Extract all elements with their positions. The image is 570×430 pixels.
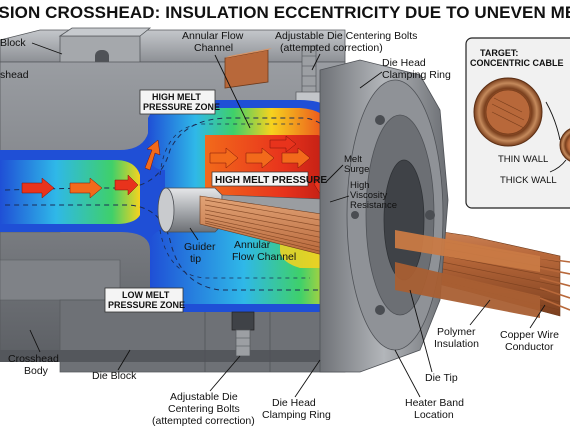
die-tip-label: Die Tip (425, 372, 458, 384)
callouts: Block shead Annular Flow Channel Adjusta… (0, 30, 559, 427)
svg-text:Body: Body (24, 365, 49, 377)
svg-text:Clamping Ring: Clamping Ring (262, 409, 331, 421)
svg-text:Location: Location (414, 409, 454, 421)
svg-text:tip: tip (190, 253, 201, 265)
thick-wall-label: THICK WALL (500, 175, 557, 186)
bolts-bottom-label: Adjustable Die (170, 391, 238, 403)
polymer-insulation (395, 230, 540, 318)
clamp-bottom-label: Die Head (272, 397, 316, 409)
polymer-insulation-label: Polymer (437, 326, 476, 338)
svg-text:LOW MELT: LOW MELT (122, 290, 170, 300)
melt-surge-label: Melt (344, 154, 362, 165)
crosshead-top-label: shead (0, 69, 29, 81)
bolts-top-label: Adjustable Die Centering Bolts (275, 30, 417, 42)
svg-text:(attempted correction): (attempted correction) (152, 415, 255, 427)
guider-tip-label: Guider (184, 241, 216, 253)
annular-flow-mid-label: Annular (234, 239, 271, 251)
heater-band-label: Heater Band (405, 397, 464, 409)
svg-text:PRESSURE ZONE: PRESSURE ZONE (143, 102, 220, 112)
high-melt-pressure-box: HIGH MELT PRESSURE (211, 171, 327, 187)
svg-text:Resistance: Resistance (350, 200, 397, 211)
low-pressure-zone-box: LOW MELT PRESSURE ZONE (104, 287, 185, 313)
die-block-top-label: Block (0, 37, 26, 49)
svg-text:Clamping Ring: Clamping Ring (382, 69, 451, 81)
copper-wire-label: Copper Wire (500, 329, 559, 341)
die-head-clamping-ring (319, 59, 449, 373)
die-block-bottom-label: Die Block (92, 370, 137, 382)
svg-text:Centering Bolts: Centering Bolts (168, 403, 240, 415)
svg-text:Surge: Surge (344, 164, 369, 175)
svg-text:PRESSURE ZONE: PRESSURE ZONE (108, 300, 185, 310)
svg-text:Conductor: Conductor (505, 341, 554, 353)
diagram-title: USION CROSSHEAD: INSULATION ECCENTRICITY… (0, 3, 570, 22)
svg-text:HIGH MELT: HIGH MELT (152, 92, 201, 102)
high-pressure-zone-box: HIGH MELT PRESSURE ZONE (139, 89, 220, 115)
svg-text:Channel: Channel (194, 42, 233, 54)
svg-text:Insulation: Insulation (434, 338, 479, 350)
svg-text:HIGH MELT PRESSURE: HIGH MELT PRESSURE (215, 175, 327, 186)
inset-target-label-2: CONCENTRIC CABLE (470, 58, 564, 68)
viscosity-label: High (350, 180, 370, 191)
crosshead-body-label: Crosshead (8, 353, 59, 365)
target-inset: TARGET: CONCENTRIC CABLE THIN WALL THICK… (465, 37, 570, 209)
thin-wall-label: THIN WALL (498, 154, 548, 165)
bottom-centering-bolt (231, 311, 255, 357)
svg-text:Viscosity: Viscosity (350, 190, 388, 201)
inset-target-label: TARGET: (480, 48, 518, 58)
svg-text:(attempted correction): (attempted correction) (280, 42, 383, 54)
clamp-top-label: Die Head (382, 57, 426, 69)
svg-text:Flow Channel: Flow Channel (232, 251, 296, 263)
heater-band-top (224, 48, 272, 89)
annular-flow-top-label: Annular Flow (182, 30, 244, 42)
